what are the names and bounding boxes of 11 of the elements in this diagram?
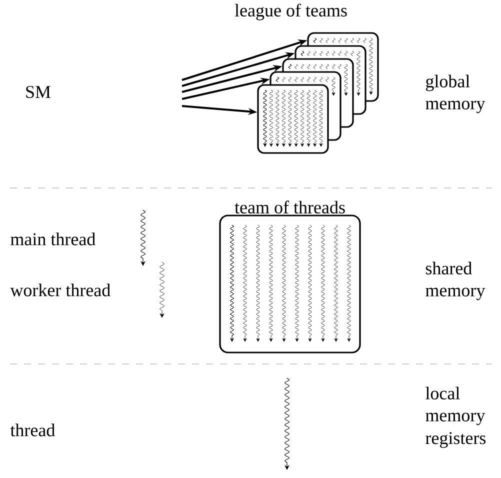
memory-label: local memory: [426, 386, 486, 426]
heading-label: league of teams: [234, 4, 347, 20]
text-label: main thread: [10, 232, 96, 246]
memory-label: global memory: [426, 74, 486, 114]
team-box: team of threads: [219, 200, 361, 354]
text-label: worker thread: [10, 284, 110, 296]
memory-label: registers: [426, 432, 486, 448]
node-label: team of threads: [234, 200, 345, 214]
memory-label: shared memory: [426, 262, 486, 300]
text-label: thread: [10, 424, 55, 436]
text-label: SM: [26, 86, 50, 98]
